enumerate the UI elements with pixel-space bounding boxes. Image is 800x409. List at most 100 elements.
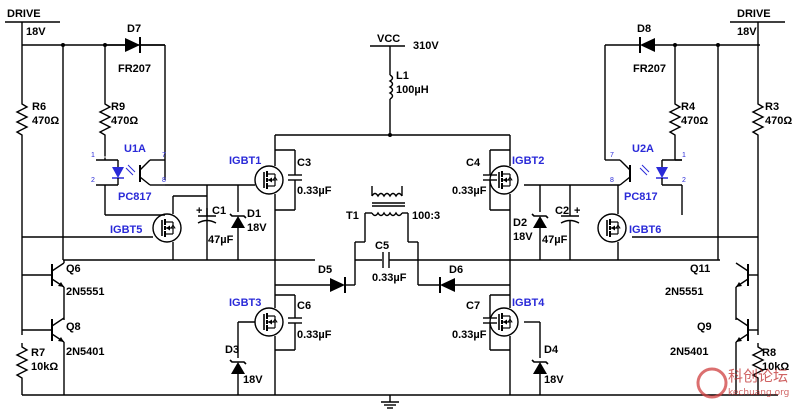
- vcc-label: VCC: [377, 33, 400, 45]
- capacitor-c2: C2 + 47µF: [542, 185, 580, 260]
- zener-d4: D4 18V: [531, 322, 564, 395]
- diode-d6: D6: [417, 260, 510, 293]
- diode-d5: D5: [275, 260, 356, 293]
- transistor-q9: Q9 2N5401: [670, 317, 758, 358]
- svg-text:47µF: 47µF: [208, 234, 234, 246]
- resistor-r7: R7 10kΩ: [16, 342, 58, 383]
- resistor-r4: R4 470Ω: [669, 45, 708, 140]
- svg-text:U1A: U1A: [124, 143, 146, 155]
- svg-text:18V: 18V: [544, 374, 564, 386]
- resistor-r3: R3 470Ω: [752, 99, 792, 140]
- zener-d1: D1 18V: [229, 185, 267, 260]
- svg-text:IGBT1: IGBT1: [229, 155, 261, 167]
- resistor-r6: R6 470Ω: [16, 99, 59, 140]
- svg-text:2N5551: 2N5551: [66, 286, 105, 298]
- svg-text:100:3: 100:3: [412, 210, 440, 222]
- transformer-t1: T1 100:3: [346, 186, 440, 222]
- zener-d3: D3 18V: [225, 322, 263, 395]
- resistor-r9: R9 470Ω: [99, 45, 138, 140]
- svg-text:0.33µF: 0.33µF: [372, 272, 407, 284]
- igbt3: IGBT3: [229, 297, 284, 337]
- svg-text:Q6: Q6: [66, 263, 81, 275]
- svg-text:C4: C4: [466, 157, 481, 169]
- diode-d7: D7 FR207: [105, 23, 165, 75]
- svg-text:IGBT3: IGBT3: [229, 297, 261, 309]
- svg-text:18V: 18V: [513, 231, 533, 243]
- inductor-l1: L1 100µH: [388, 70, 429, 135]
- svg-text:FR207: FR207: [633, 63, 666, 75]
- svg-text:2: 2: [682, 177, 686, 184]
- drive-voltage-left: 18V: [26, 26, 46, 38]
- svg-text:D3: D3: [225, 344, 239, 356]
- transistor-q11: Q11 2N5551: [665, 262, 758, 298]
- svg-text:2: 2: [91, 177, 95, 184]
- svg-text:C2: C2: [555, 205, 569, 217]
- svg-text:IGBT4: IGBT4: [512, 297, 545, 309]
- vcc-supply: VCC 310V: [370, 33, 439, 75]
- capacitor-c3: C3 0.33µF: [275, 149, 332, 211]
- svg-text:Q9: Q9: [697, 321, 712, 333]
- svg-text:2N5401: 2N5401: [66, 346, 105, 358]
- svg-text:1: 1: [91, 152, 95, 159]
- transistor-q6: Q6 2N5551: [22, 260, 105, 298]
- svg-text:Q11: Q11: [690, 263, 710, 275]
- capacitor-c4: C4 0.33µF: [452, 149, 510, 211]
- svg-text:D1: D1: [247, 208, 261, 220]
- zener-d2: D2 18V: [513, 185, 549, 260]
- svg-text:+: +: [196, 205, 202, 217]
- svg-text:7: 7: [162, 152, 166, 159]
- igbt2: IGBT2: [489, 155, 544, 195]
- right-drive-supply: DRIVE 18V: [730, 8, 785, 100]
- svg-text:18V: 18V: [247, 222, 267, 234]
- svg-text:L1: L1: [396, 70, 409, 82]
- drive-label-right: DRIVE: [737, 8, 771, 20]
- watermark: 科创论坛 kechuang.org: [696, 367, 789, 399]
- svg-text:18V: 18V: [243, 374, 263, 386]
- svg-text:R8: R8: [762, 347, 776, 359]
- svg-text:10kΩ: 10kΩ: [31, 361, 58, 373]
- optocoupler-u1a: 1 2 7 8 U1A PC817: [91, 143, 166, 203]
- watermark-text: kechuang.org: [728, 388, 789, 398]
- svg-text:Q8: Q8: [66, 321, 81, 333]
- svg-text:U2A: U2A: [632, 143, 654, 155]
- svg-text:R6: R6: [32, 101, 46, 113]
- svg-text:47µF: 47µF: [542, 234, 568, 246]
- vcc-voltage: 310V: [413, 40, 439, 52]
- svg-text:D2: D2: [513, 217, 527, 229]
- svg-text:IGBT6: IGBT6: [629, 224, 661, 236]
- svg-text:100µH: 100µH: [396, 84, 429, 96]
- ground-symbol: [381, 395, 399, 409]
- drive-label-left: DRIVE: [7, 8, 41, 20]
- svg-text:C5: C5: [375, 240, 389, 252]
- svg-text:+: +: [574, 205, 580, 217]
- svg-text:470Ω: 470Ω: [765, 115, 792, 127]
- svg-text:R4: R4: [681, 101, 696, 113]
- svg-text:PC817: PC817: [118, 191, 152, 203]
- svg-text:0.33µF: 0.33µF: [297, 329, 332, 341]
- svg-text:1: 1: [682, 152, 686, 159]
- svg-text:D7: D7: [127, 23, 141, 35]
- igbt5: IGBT5: [110, 213, 182, 243]
- drive-voltage-right: 18V: [737, 26, 757, 38]
- transistor-q8: Q8 2N5401: [22, 317, 105, 358]
- svg-text:D6: D6: [449, 264, 463, 276]
- svg-text:D8: D8: [637, 23, 651, 35]
- capacitor-c6: C6 0.33µF: [275, 294, 332, 351]
- svg-text:PC817: PC817: [624, 191, 658, 203]
- optocoupler-u2a: 7 8 1 2 U2A PC817: [570, 143, 686, 203]
- svg-text:8: 8: [610, 177, 614, 184]
- svg-text:8: 8: [162, 177, 166, 184]
- svg-text:0.33µF: 0.33µF: [452, 329, 487, 341]
- svg-text:R7: R7: [31, 347, 45, 359]
- left-drive-supply: DRIVE 18V: [5, 8, 60, 100]
- svg-text:C6: C6: [297, 300, 311, 312]
- svg-text:470Ω: 470Ω: [111, 115, 138, 127]
- watermark-logo-text: 科创论坛: [728, 367, 788, 385]
- resistor-r8: R8 10kΩ: [752, 342, 789, 383]
- igbt6: IGBT6: [597, 213, 661, 243]
- capacitor-c5: C5 0.33µF: [354, 240, 419, 284]
- svg-text:R3: R3: [765, 101, 779, 113]
- svg-text:0.33µF: 0.33µF: [297, 185, 332, 197]
- svg-text:C3: C3: [297, 157, 311, 169]
